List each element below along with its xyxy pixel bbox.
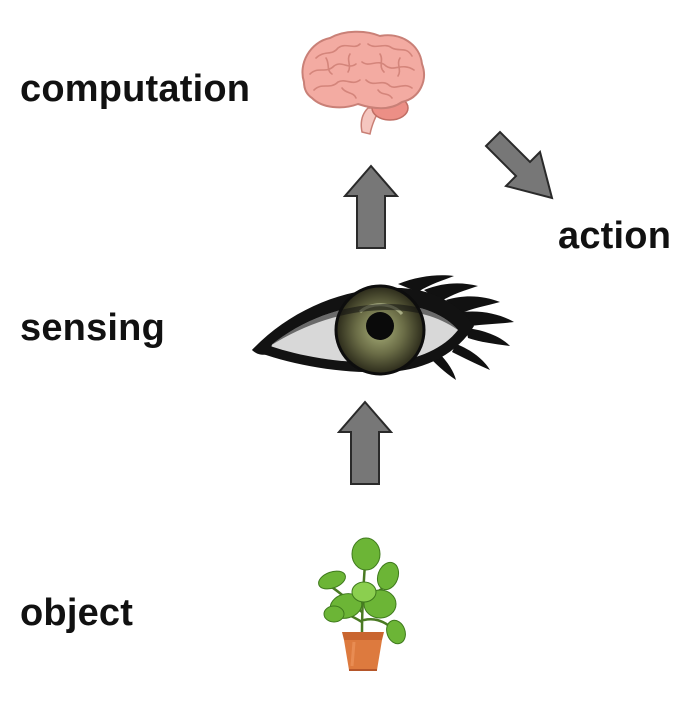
brain-icon [301, 30, 425, 135]
label-computation: computation [20, 68, 251, 110]
arrow-up-icon [343, 164, 399, 249]
eye-icon [252, 275, 514, 380]
label-object: object [20, 592, 134, 634]
arrow-down-right-icon [484, 130, 554, 200]
label-action: action [558, 215, 672, 257]
plant-icon [318, 537, 406, 671]
arrow-up-icon [337, 400, 393, 485]
label-sensing: sensing [20, 307, 165, 349]
